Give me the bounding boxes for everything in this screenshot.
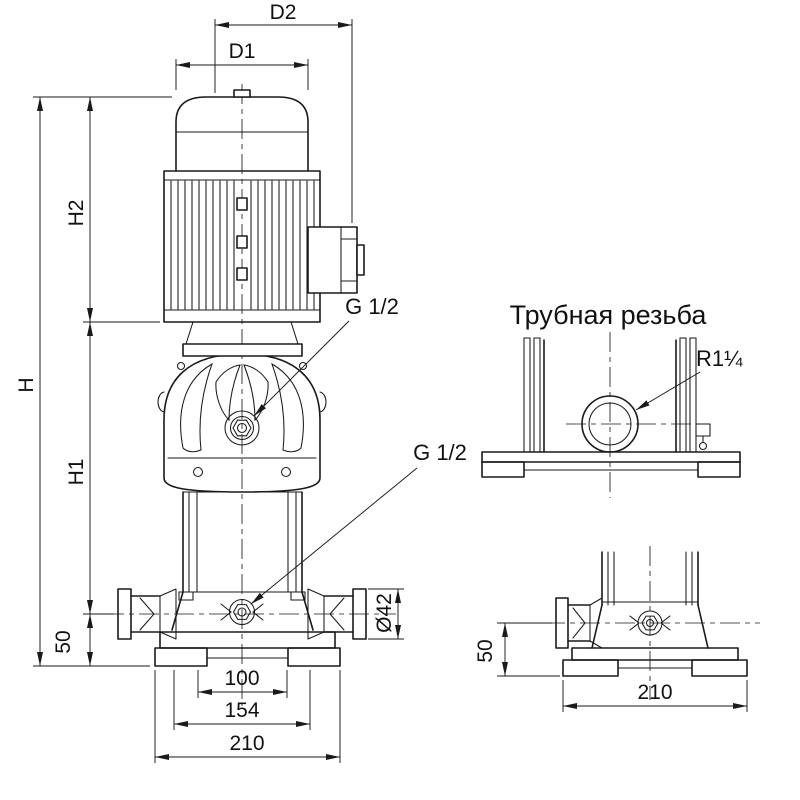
terminal-box (308, 227, 357, 293)
head-window-left (181, 364, 212, 452)
drain-plug (221, 600, 263, 625)
side-bolt-detail (696, 424, 710, 442)
terminal-box-stub (357, 245, 364, 275)
discharge-cone (330, 598, 344, 630)
head-window-inner-left (216, 365, 240, 420)
callout-g-bottom-label: G 1/2 (413, 440, 467, 465)
discharge-port (308, 589, 366, 639)
dim-h1: H1 (65, 322, 114, 614)
dim-154-label: 154 (224, 699, 259, 722)
dim-210-right: 210 (563, 680, 747, 712)
main-view-centerlines (104, 84, 396, 706)
dim-d1: D1 (176, 40, 308, 90)
dim-50-right-label: 50 (474, 639, 497, 662)
suction-port (118, 589, 176, 639)
dim-d1-label: D1 (229, 40, 256, 63)
dim-h1-label: H1 (65, 459, 88, 486)
drain-plug-hex (234, 605, 251, 620)
dim-50-left: 50 (52, 614, 93, 666)
dim-100-label: 100 (224, 667, 259, 690)
head-window-inner-right (244, 365, 268, 420)
dim-154: 154 (174, 670, 310, 730)
dim-d2: D2 (215, 1, 352, 223)
dim-210: 210 (155, 670, 340, 763)
dim-dia42-label: Ø42 (373, 593, 396, 633)
dim-210-right-label: 210 (637, 681, 672, 704)
head-side-lugs (158, 392, 326, 412)
dim-h: H (15, 97, 172, 666)
suction-cone (140, 598, 154, 630)
head-window-right (272, 364, 303, 452)
callout-g-top-label: G 1/2 (345, 294, 399, 319)
motor-neck (186, 322, 298, 344)
callout-g-bottom: G 1/2 (251, 440, 467, 604)
dim-h2-label: H2 (65, 200, 88, 227)
dim-100: 100 (198, 667, 287, 698)
dim-50-right: 50 (474, 623, 560, 676)
motor-lifting-slots (237, 198, 247, 280)
dim-50-left-label: 50 (52, 630, 75, 653)
side-view-top (482, 332, 740, 498)
dim-dia42: Ø42 (368, 589, 404, 639)
dim-h2: H2 (65, 97, 160, 322)
dim-d2-label: D2 (270, 1, 297, 24)
motor-fins (171, 181, 314, 309)
callout-g-top: G 1/2 (254, 294, 399, 416)
side-view-title: Трубная резьба (510, 300, 708, 330)
base (155, 632, 340, 666)
callout-r-thread: R1¼ (636, 346, 743, 410)
side-view-bottom (545, 546, 760, 700)
chamber-stack (172, 492, 313, 630)
pump-head (158, 344, 326, 492)
head-flange (183, 344, 302, 356)
dim-h-label: H (15, 377, 38, 392)
motor (164, 90, 364, 344)
dim-210-label: 210 (229, 732, 264, 755)
callout-r-thread-label: R1¼ (696, 346, 743, 371)
gauge-plug-hex (233, 420, 251, 436)
